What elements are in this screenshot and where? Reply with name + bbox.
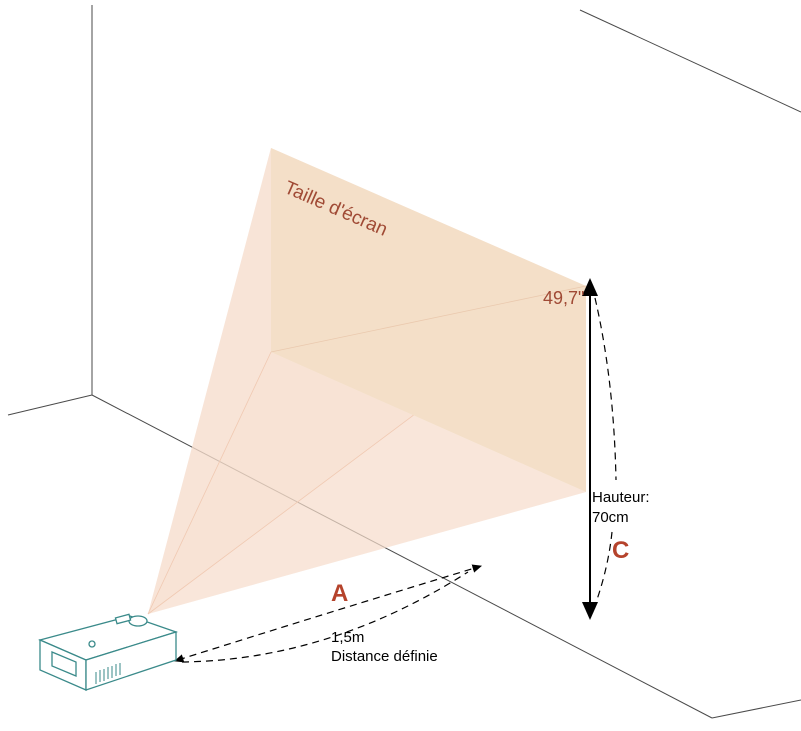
c-dashed-arc-bottom: [593, 531, 613, 609]
marker-c: C: [612, 537, 629, 564]
height-value: 70cm: [592, 509, 629, 526]
distance-label: Distance définie: [331, 648, 438, 665]
distance-arc-upper: [173, 564, 483, 663]
marker-a: A: [331, 580, 348, 607]
distance-value: 1,5m: [331, 629, 364, 646]
beam-bottom: [148, 352, 586, 614]
projector-icon: [38, 613, 179, 691]
floor-line-left: [7, 394, 93, 416]
beam-edge: [147, 351, 272, 615]
screen-diagonal: [270, 285, 587, 353]
height-label: Hauteur:: [592, 489, 650, 506]
right-wall-bottom-edge: [711, 699, 801, 719]
diagonal-label: 49,7": [543, 288, 584, 308]
right-wall-top-edge: [579, 9, 801, 113]
c-dashed-arc-top: [594, 297, 617, 481]
beam-left: [148, 148, 271, 614]
distance-arc-lower: [181, 571, 469, 663]
projection-screen: [271, 148, 586, 492]
